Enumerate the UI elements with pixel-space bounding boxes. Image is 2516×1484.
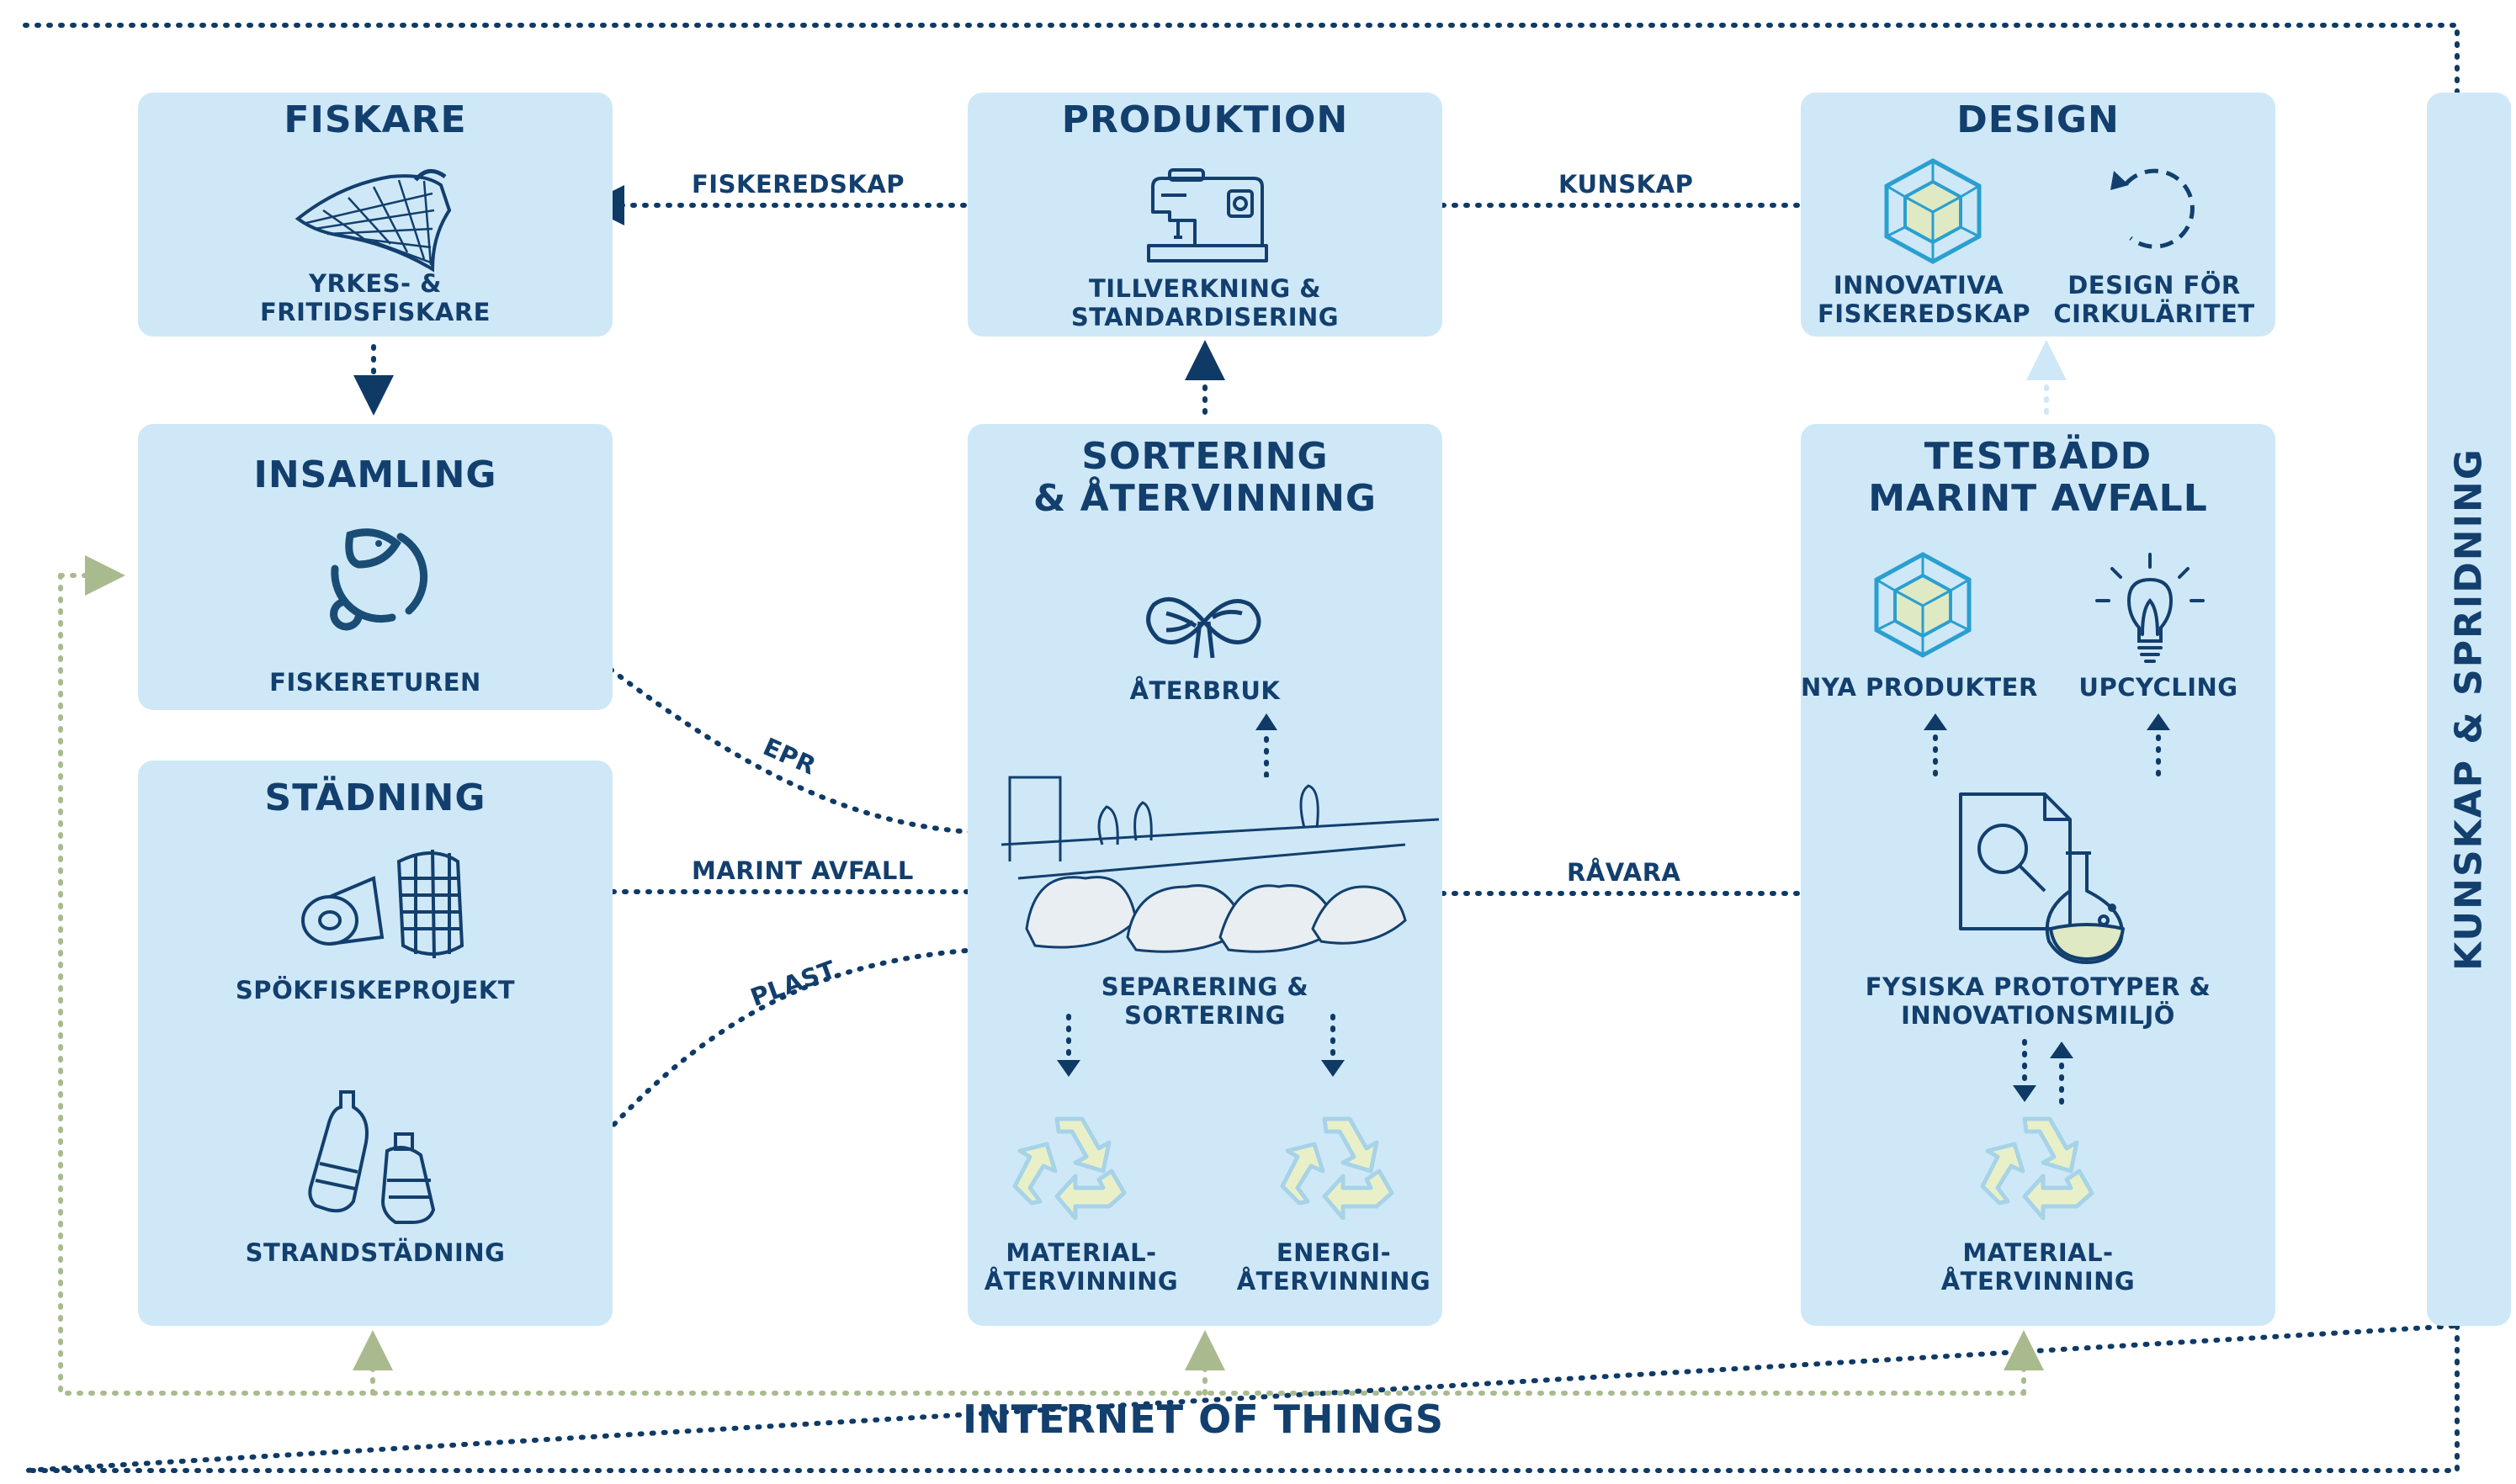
sorting-facility-icon — [1001, 776, 1439, 953]
fish-hook-icon — [330, 528, 428, 631]
fiskare-title: FISKARE — [284, 98, 467, 141]
testbadd-box: TESTBÄDD MARINT AVFALL NYA PRODUKTER UPC… — [1801, 424, 2275, 1326]
sortering-title-line2: & ÅTERVINNING — [1032, 477, 1377, 520]
lab-document-icon — [1959, 792, 2125, 964]
recycle-icon — [1012, 1116, 1127, 1220]
testbadd-upcycling: UPCYCLING — [2078, 673, 2238, 702]
testbadd-title-line1: TESTBÄDD — [1924, 435, 2152, 478]
testbadd-material-line2: ÅTERVINNING — [1940, 1267, 2136, 1296]
edge-label-ravara: RÅVARA — [1567, 858, 1681, 887]
testbadd-proto-line1: FYSISKA PROTOTYPER & — [1865, 973, 2211, 1001]
sortering-sep-line2: SORTERING — [1124, 1001, 1286, 1030]
stadning-title: STÄDNING — [264, 776, 486, 819]
design-item2-line1: DESIGN FÖR — [2067, 271, 2241, 299]
sortering-title-line1: SORTERING — [1081, 435, 1329, 478]
produktion-title: PRODUKTION — [1061, 98, 1349, 141]
arrow-down-to-recycle — [2013, 1039, 2036, 1102]
insamling-title: INSAMLING — [253, 453, 497, 496]
design-box: DESIGN INNOVATIVA FISKEREDSKAP DESIGN FÖ… — [1801, 93, 2275, 337]
arrow-to-upcycling — [2147, 713, 2170, 776]
insamling-label: FISKERETUREN — [269, 668, 481, 697]
edge-label-fiskeredskap: FISKEREDSKAP — [692, 170, 905, 199]
edge-label-kunskap: KUNSKAP — [1558, 170, 1694, 199]
produktion-box: PRODUKTION TILLVERKNING & STANDARDISERIN… — [968, 93, 1442, 337]
recycle-icon — [1280, 1116, 1394, 1220]
sortering-energy-line1: ENERGI- — [1276, 1238, 1392, 1267]
cube-icon — [1874, 552, 1972, 658]
iot-loop — [58, 573, 2026, 1396]
plastic-bottle-icon — [308, 1090, 436, 1224]
sortering-material-line1: MATERIAL- — [1006, 1238, 1157, 1267]
fiskare-label-line1: YRKES- & — [309, 269, 442, 298]
stadning-box: STÄDNING SPÖKFISKEPROJEKT STRANDSTÄDNING — [138, 761, 613, 1326]
design-item2-line2: CIRKULÄRITET — [2053, 299, 2255, 328]
kunskap-spridning-panel: KUNSKAP & SPRIDNING — [2427, 93, 2511, 1326]
edge-label-marint-avfall: MARINT AVFALL — [692, 856, 914, 885]
circular-arrow-icon — [2110, 168, 2195, 249]
insamling-box: INSAMLING FISKERETUREN — [138, 424, 613, 710]
testbadd-new-products: NYA PRODUKTER — [1801, 673, 2038, 702]
fish-trap-icon — [301, 849, 464, 959]
arrow-to-new-products — [1924, 713, 1947, 776]
testbadd-title-line2: MARINT AVFALL — [1868, 477, 2208, 520]
fiskare-box: FISKARE YRKES- & FRITIDSFISKARE — [138, 93, 613, 337]
design-item1-label: INNOVATIVA FISKEREDSKAP — [1818, 271, 2031, 328]
internet-of-things-label: INTERNET OF THINGS — [962, 1397, 1445, 1442]
design-item1-line1: INNOVATIVA — [1833, 271, 2004, 299]
rope-icon — [1146, 596, 1261, 659]
sortering-title: SORTERING & ÅTERVINNING — [968, 436, 1442, 520]
sortering-material-line2: ÅTERVINNING — [984, 1267, 1179, 1296]
fishing-net-icon — [295, 169, 452, 273]
fiskare-label-line2: FRITIDSFISKARE — [259, 298, 491, 326]
design-item1-line2: FISKEREDSKAP — [1818, 299, 2031, 328]
sortering-box: SORTERING & ÅTERVINNING ÅTERBRUK — [968, 424, 1442, 1326]
design-item2-label: DESIGN FÖR CIRKULÄRITET — [2053, 271, 2255, 328]
fiskare-label: YRKES- & FRITIDSFISKARE — [138, 269, 613, 326]
recycle-icon — [1980, 1116, 2094, 1220]
testbadd-title: TESTBÄDD MARINT AVFALL — [1801, 436, 2275, 520]
sortering-energy-line2: ÅTERVINNING — [1236, 1267, 1431, 1296]
sortering-energy-label: ENERGI- ÅTERVINNING — [1220, 1238, 1447, 1296]
lightbulb-icon — [2095, 553, 2205, 663]
sortering-sep-line1: SEPARERING & — [1101, 973, 1309, 1001]
arrow-to-reuse — [1255, 713, 1277, 777]
arrow-up-from-recycle — [2050, 1041, 2073, 1105]
sortering-sep-label: SEPARERING & SORTERING — [968, 973, 1442, 1030]
arrow-epr — [580, 645, 1010, 853]
testbadd-material-label: MATERIAL- ÅTERVINNING — [1801, 1238, 2275, 1296]
produktion-label: TILLVERKNING & STANDARDISERING — [968, 274, 1442, 331]
testbadd-material-line1: MATERIAL- — [1962, 1238, 2114, 1267]
arrow-to-material — [1057, 1014, 1080, 1077]
arrow-to-energy — [1321, 1014, 1345, 1077]
sewing-machine-icon — [1147, 168, 1268, 262]
cube-icon — [1884, 158, 1982, 264]
design-title: DESIGN — [1956, 98, 2120, 141]
produktion-label-line1: TILLVERKNING & — [1088, 274, 1322, 303]
testbadd-proto-line2: INNOVATIONSMILJÖ — [1901, 1001, 2175, 1030]
kunskap-spridning-label: KUNSKAP & SPRIDNING — [2447, 448, 2491, 971]
testbadd-proto-label: FYSISKA PROTOTYPER & INNOVATIONSMILJÖ — [1801, 973, 2275, 1030]
sortering-material-label: MATERIAL- ÅTERVINNING — [968, 1238, 1195, 1296]
produktion-label-line2: STANDARDISERING — [1070, 303, 1340, 331]
stadning-label1: SPÖKFISKEPROJEKT — [235, 976, 516, 1004]
stadning-label2: STRANDSTÄDNING — [245, 1238, 506, 1267]
sortering-reuse: ÅTERBRUK — [1129, 676, 1281, 705]
arrow-plast — [580, 930, 1010, 1162]
outer-frame — [23, 23, 2460, 1473]
